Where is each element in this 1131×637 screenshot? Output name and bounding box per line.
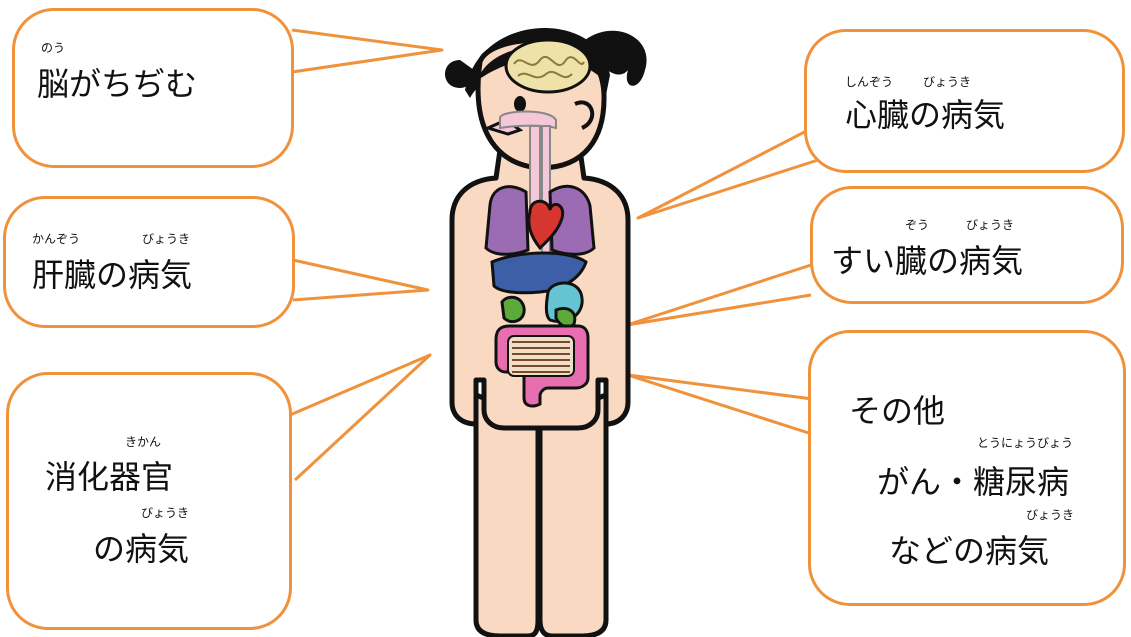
liver-ruby-1: かんぞう: [32, 233, 80, 245]
liver-callout: かんぞう びょうき 肝臓の病気: [3, 196, 295, 328]
brain-ruby: のう: [41, 42, 65, 54]
other-line-3: などの病気: [889, 535, 1049, 567]
pancreas-pointer: [627, 265, 811, 325]
liver-pointer: [293, 260, 428, 300]
digestive-ruby-2: びょうき: [141, 507, 189, 519]
pancreas-label: すい臓の病気: [831, 245, 1023, 277]
brain-callout: のう 脳がちぢむ: [12, 8, 294, 168]
liver-label: 肝臓の病気: [32, 259, 192, 291]
brain: [506, 40, 590, 92]
pancreas-ruby-1: ぞう: [905, 219, 929, 231]
heart-pointer: [638, 125, 818, 218]
other-ruby-2: びょうき: [1026, 509, 1074, 521]
heart-ruby-2: びょうき: [923, 76, 971, 88]
digestive-line-1: 消化器官: [45, 461, 173, 493]
other-callout: その他 とうにょうびょう がん・糖尿病 びょうき などの病気: [808, 330, 1126, 606]
brain-label: 脳がちぢむ: [37, 68, 197, 100]
digestive-pointer: [290, 355, 430, 480]
eye: [514, 96, 526, 112]
other-line-2: がん・糖尿病: [877, 466, 1069, 498]
liver-ruby-2: びょうき: [142, 233, 190, 245]
digestive-ruby-1: きかん: [125, 436, 161, 448]
heart-label: 心臓の病気: [845, 99, 1005, 131]
heart-ruby-1: しんぞう: [845, 76, 893, 88]
other-pointer: [628, 375, 820, 435]
other-line-1: その他: [849, 395, 945, 427]
pancreas-callout: ぞう びょうき すい臓の病気: [810, 186, 1124, 304]
digestive-line-2: の病気: [93, 533, 189, 565]
pancreas-ruby-2: びょうき: [966, 219, 1014, 231]
digestive-callout: きかん 消化器官 びょうき の病気: [6, 372, 292, 630]
brain-pointer: [292, 30, 442, 72]
gallbladder: [502, 297, 524, 321]
pancreas: [556, 309, 575, 327]
heart-callout: しんぞう びょうき 心臓の病気: [804, 29, 1125, 173]
other-ruby-1: とうにょうびょう: [977, 437, 1073, 449]
